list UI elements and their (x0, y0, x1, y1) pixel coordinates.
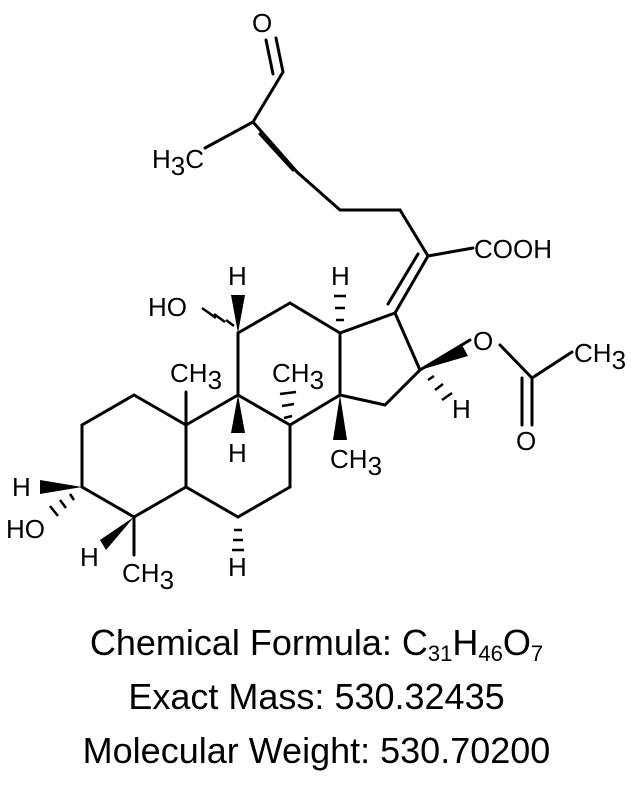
molecular-structure: O H3C COOH HO H H O CH3 CH3 CH3 H O H CH… (6, 8, 626, 595)
side-chain-bonds (203, 36, 475, 315)
aldehyde-oxygen-label: O (252, 8, 272, 38)
c4-methyl-label: CH3 (122, 558, 174, 595)
hydrogen-c9-label: H (228, 438, 247, 468)
carbonyl-oxygen-label: O (516, 426, 536, 456)
acetoxy-oxygen-label: O (473, 326, 493, 356)
hydrogen-c13-label: H (331, 261, 350, 291)
stereo-bonds (40, 294, 468, 552)
chemical-formula: Chemical Formula: C31H46O7 (89, 622, 544, 666)
hydrogen-c5-label: H (228, 552, 247, 582)
hydrogen-c3-label: H (12, 472, 31, 502)
acetyl-methyl-label: CH3 (574, 338, 626, 375)
molecular-weight: Molecular Weight: 530.70200 (82, 730, 551, 771)
hydrogen-c16-label: H (452, 394, 471, 424)
c8-methyl-label: CH3 (272, 358, 324, 395)
hydrogen-c11-label: H (228, 261, 247, 291)
hydroxyl-upper-label: HO (148, 292, 187, 322)
hydrogen-c4-label: H (80, 542, 99, 572)
c14-methyl-label: CH3 (330, 444, 382, 481)
hydroxyl-lower-label: HO (6, 514, 45, 544)
carboxylic-acid-label: COOH (474, 234, 552, 264)
ring-bonds (80, 301, 574, 557)
c10-methyl-label: CH3 (170, 358, 222, 395)
exact-mass: Exact Mass: 530.32435 (128, 676, 505, 717)
methyl-label-left: H3C (152, 144, 204, 181)
